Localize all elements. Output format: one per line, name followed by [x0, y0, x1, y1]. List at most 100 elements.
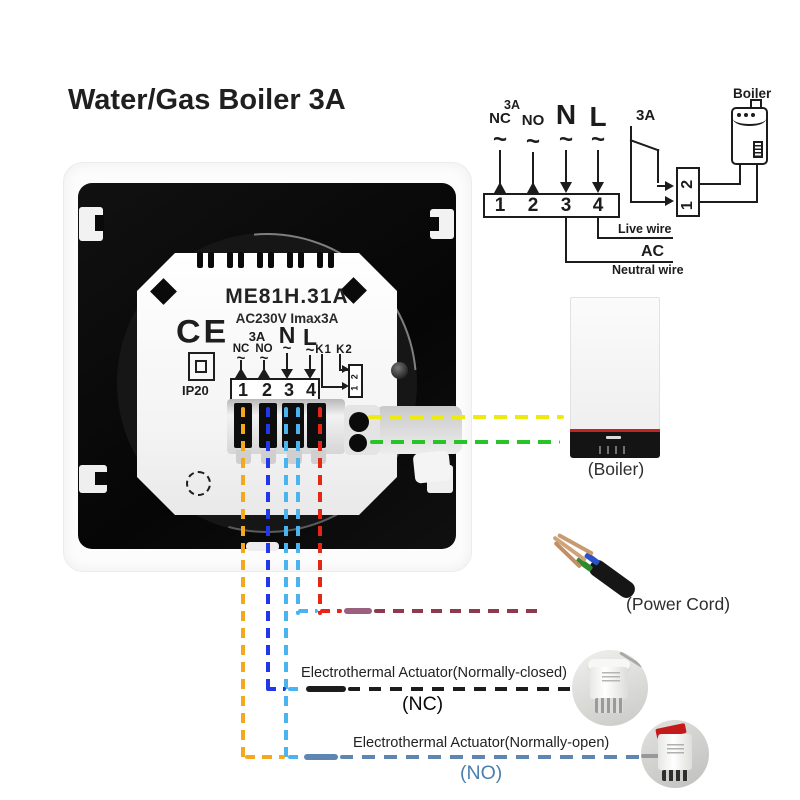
wire-n-cyan-a: [284, 407, 288, 761]
arrow-up-icon: [235, 368, 247, 378]
arrow-up-icon: [494, 182, 506, 193]
switch-lead: [630, 139, 632, 203]
boiler-body: [570, 297, 660, 432]
tilde-symbol: ~: [282, 340, 292, 357]
screw: [391, 362, 408, 379]
wire-nc-run-blue: [266, 687, 286, 691]
k1-lead: [321, 386, 346, 388]
rotation-mark: [186, 471, 211, 496]
mounting-clip-notch: [95, 472, 107, 485]
switch-blade: [629, 139, 660, 152]
boiler-display: [753, 141, 763, 158]
ce-mark: CE: [176, 313, 230, 351]
neutral-wire-lead: [565, 261, 673, 263]
lead-line: [532, 152, 534, 190]
boiler-red-stripe: [570, 429, 660, 432]
tilde-symbol: ~: [590, 126, 605, 153]
k2-socket-hole: [349, 434, 367, 452]
arrow-right-icon: [665, 181, 674, 191]
tilde-symbol: ~: [305, 342, 315, 359]
no-abbr-label: (NO): [460, 762, 503, 784]
neutral-wire-label: Neutral wire: [612, 263, 684, 277]
arrow-down-icon: [592, 182, 604, 193]
boiler-icon-label: Boiler: [733, 86, 772, 101]
wire-nc-run-cyan: [288, 687, 300, 691]
neutral-wire-lead: [565, 218, 567, 262]
module-label-nc: NC: [232, 343, 250, 355]
terminal-number: 1: [494, 195, 506, 216]
schematic-label-nc: NC: [489, 110, 511, 127]
ip-rating: IP20: [182, 383, 209, 398]
vent-pair: [227, 252, 244, 268]
schematic-label-l: L: [589, 101, 607, 132]
actuator-label-marks: [667, 744, 684, 755]
wire-nc-run-dash: [348, 687, 573, 691]
tilde-symbol: ~: [558, 126, 573, 153]
live-wire-lead: [597, 218, 599, 238]
wire-power-maroon: [374, 609, 545, 613]
boiler-terminal-block: [676, 167, 700, 217]
actuator-valve-base: [662, 770, 688, 781]
arrow-right-icon: [665, 196, 674, 206]
arrow-right-icon: [342, 365, 349, 373]
power-cord-photo: [528, 528, 641, 631]
no-actuator-label: Electrothermal Actuator(Normally-open): [353, 735, 610, 751]
arrow-down-icon: [281, 369, 293, 379]
tilde-symbol: ~: [492, 126, 507, 153]
wire-no-run-dash: [340, 755, 643, 759]
switch-rating: 3A: [636, 107, 656, 124]
mounting-clip-notch: [430, 217, 439, 231]
wire-no-run-solid: [304, 754, 338, 760]
wire-k2-green: [370, 440, 560, 444]
ip-symbol-inner: [195, 360, 207, 373]
vent-slots: [197, 252, 334, 268]
lead-line: [309, 355, 311, 370]
mounting-clip-notch: [95, 215, 104, 231]
schematic-label-n: N: [555, 99, 577, 130]
boiler-curve: [733, 112, 766, 126]
boiler-wire: [756, 165, 758, 203]
terminal-number: 4: [305, 380, 316, 400]
schematic-label-no: NO: [521, 112, 545, 129]
terminal-number: 3: [560, 195, 572, 216]
wire-power-solid: [344, 608, 372, 614]
boiler-logo: [606, 436, 621, 439]
rating-text: AC230V Imax3A: [235, 311, 339, 326]
module-label-l: L: [302, 324, 318, 350]
switch-lead: [657, 149, 659, 183]
wire-nc-run-solid: [306, 686, 346, 692]
boiler-wire: [739, 165, 741, 185]
k1-socket-hole: [349, 412, 369, 432]
wire-n-cyan-b: [296, 407, 300, 615]
switch-contact: [630, 126, 632, 141]
wire-no-run-cyan: [288, 755, 302, 759]
lead-line: [286, 353, 288, 370]
actuator-valve-base: [595, 698, 623, 713]
module-label-n: N: [278, 322, 296, 348]
socket-wing: [376, 406, 462, 454]
vent-pair: [287, 252, 304, 268]
actuator-cable: [641, 754, 661, 758]
tilde-symbol: ~: [525, 128, 540, 155]
boiler-block-label: 1 2: [679, 175, 696, 211]
nc-abbr-label: (NC): [402, 693, 444, 715]
k-terminal-block: [348, 364, 363, 398]
terminal-slot-4: [307, 403, 326, 448]
power-cord-caption: (Power Cord): [626, 594, 731, 614]
live-wire-lead: [597, 237, 673, 239]
tilde-symbol: ~: [236, 350, 246, 367]
arrow-down-icon: [560, 182, 572, 193]
wire-k1-yellow: [368, 415, 564, 419]
lead-line: [565, 150, 567, 183]
wire-power-cyan: [298, 609, 318, 613]
wire-power-red: [320, 609, 342, 613]
no-actuator-photo: [641, 720, 709, 788]
terminal-number: 1: [237, 380, 248, 400]
k-block-label: 1 2: [349, 372, 360, 391]
terminal-number: 4: [592, 195, 604, 216]
bottom-slot: [246, 542, 279, 551]
boiler-wire: [700, 201, 758, 203]
arrow-up-icon: [527, 182, 539, 193]
nc-actuator-photo: [572, 650, 648, 726]
